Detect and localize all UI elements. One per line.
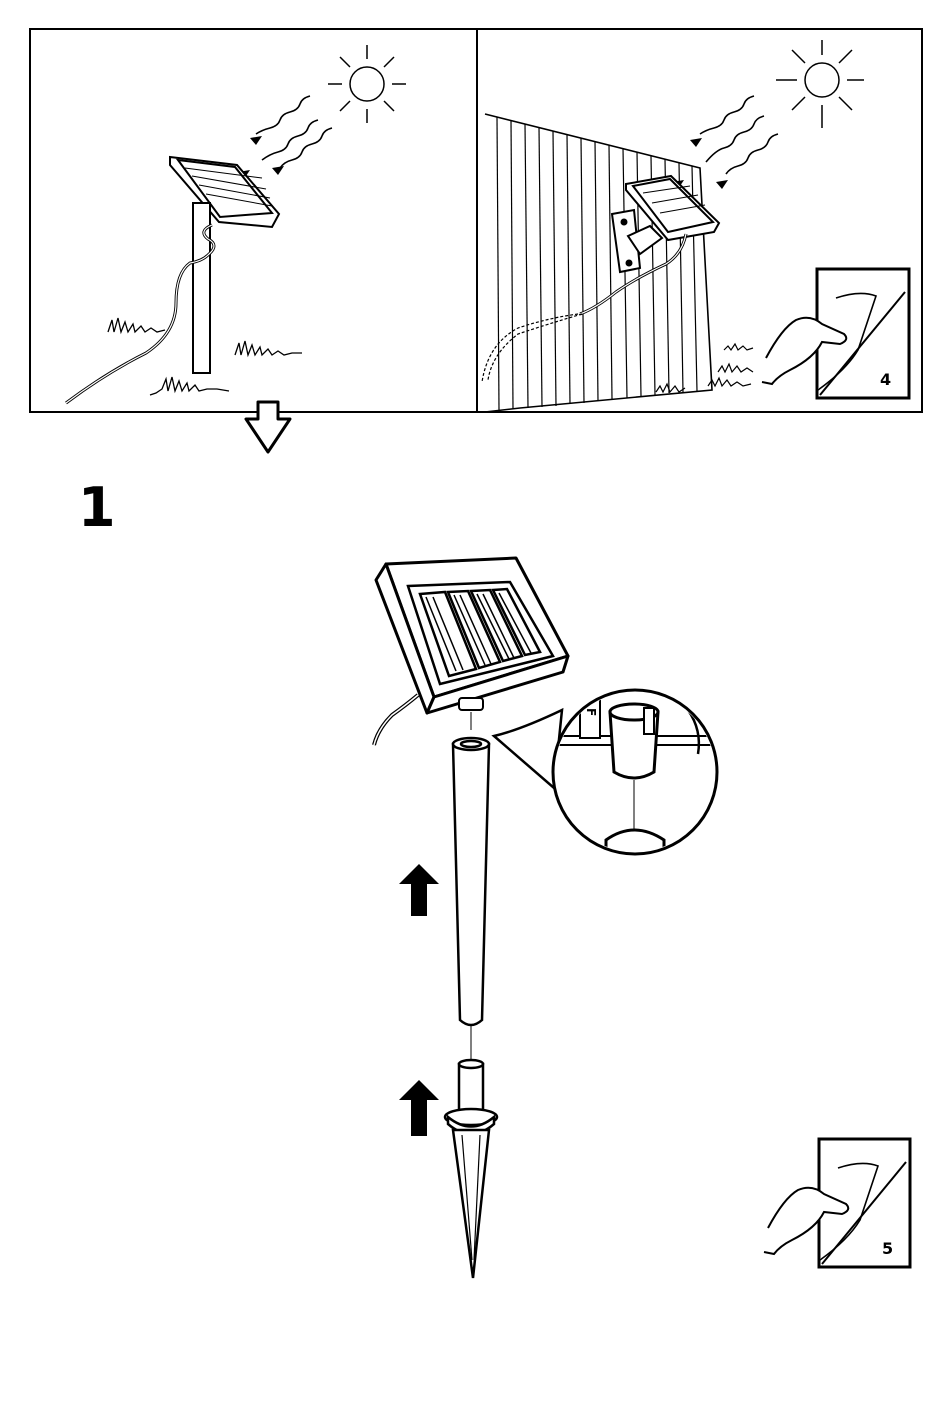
- turn-page-icon: 5: [764, 1139, 910, 1267]
- sun-icon: [776, 40, 864, 128]
- step-number: 1: [78, 478, 116, 538]
- top-illustration: 4: [0, 0, 950, 470]
- down-arrow-icon: [246, 402, 290, 452]
- upper-pole: [453, 738, 489, 1025]
- solar-panel-icon: [170, 157, 279, 227]
- up-arrow-icon: [399, 1080, 439, 1136]
- up-arrow-icon: [399, 864, 439, 916]
- svg-text:F: F: [584, 708, 598, 716]
- magnifier-detail-icon: F: [494, 690, 717, 870]
- sun-rays-icon: [256, 96, 332, 168]
- turn-page-icon: 4: [762, 269, 909, 398]
- fence-icon: [485, 114, 712, 412]
- ground-spike: [445, 1060, 497, 1278]
- page-ref-bottom: 5: [882, 1239, 893, 1258]
- page-ref-top: 4: [880, 370, 891, 389]
- sun-rays-icon: [700, 96, 778, 174]
- sun-icon: [328, 45, 406, 123]
- assembly-illustration: F 5: [0, 540, 950, 1360]
- solar-panel-icon: [376, 558, 568, 713]
